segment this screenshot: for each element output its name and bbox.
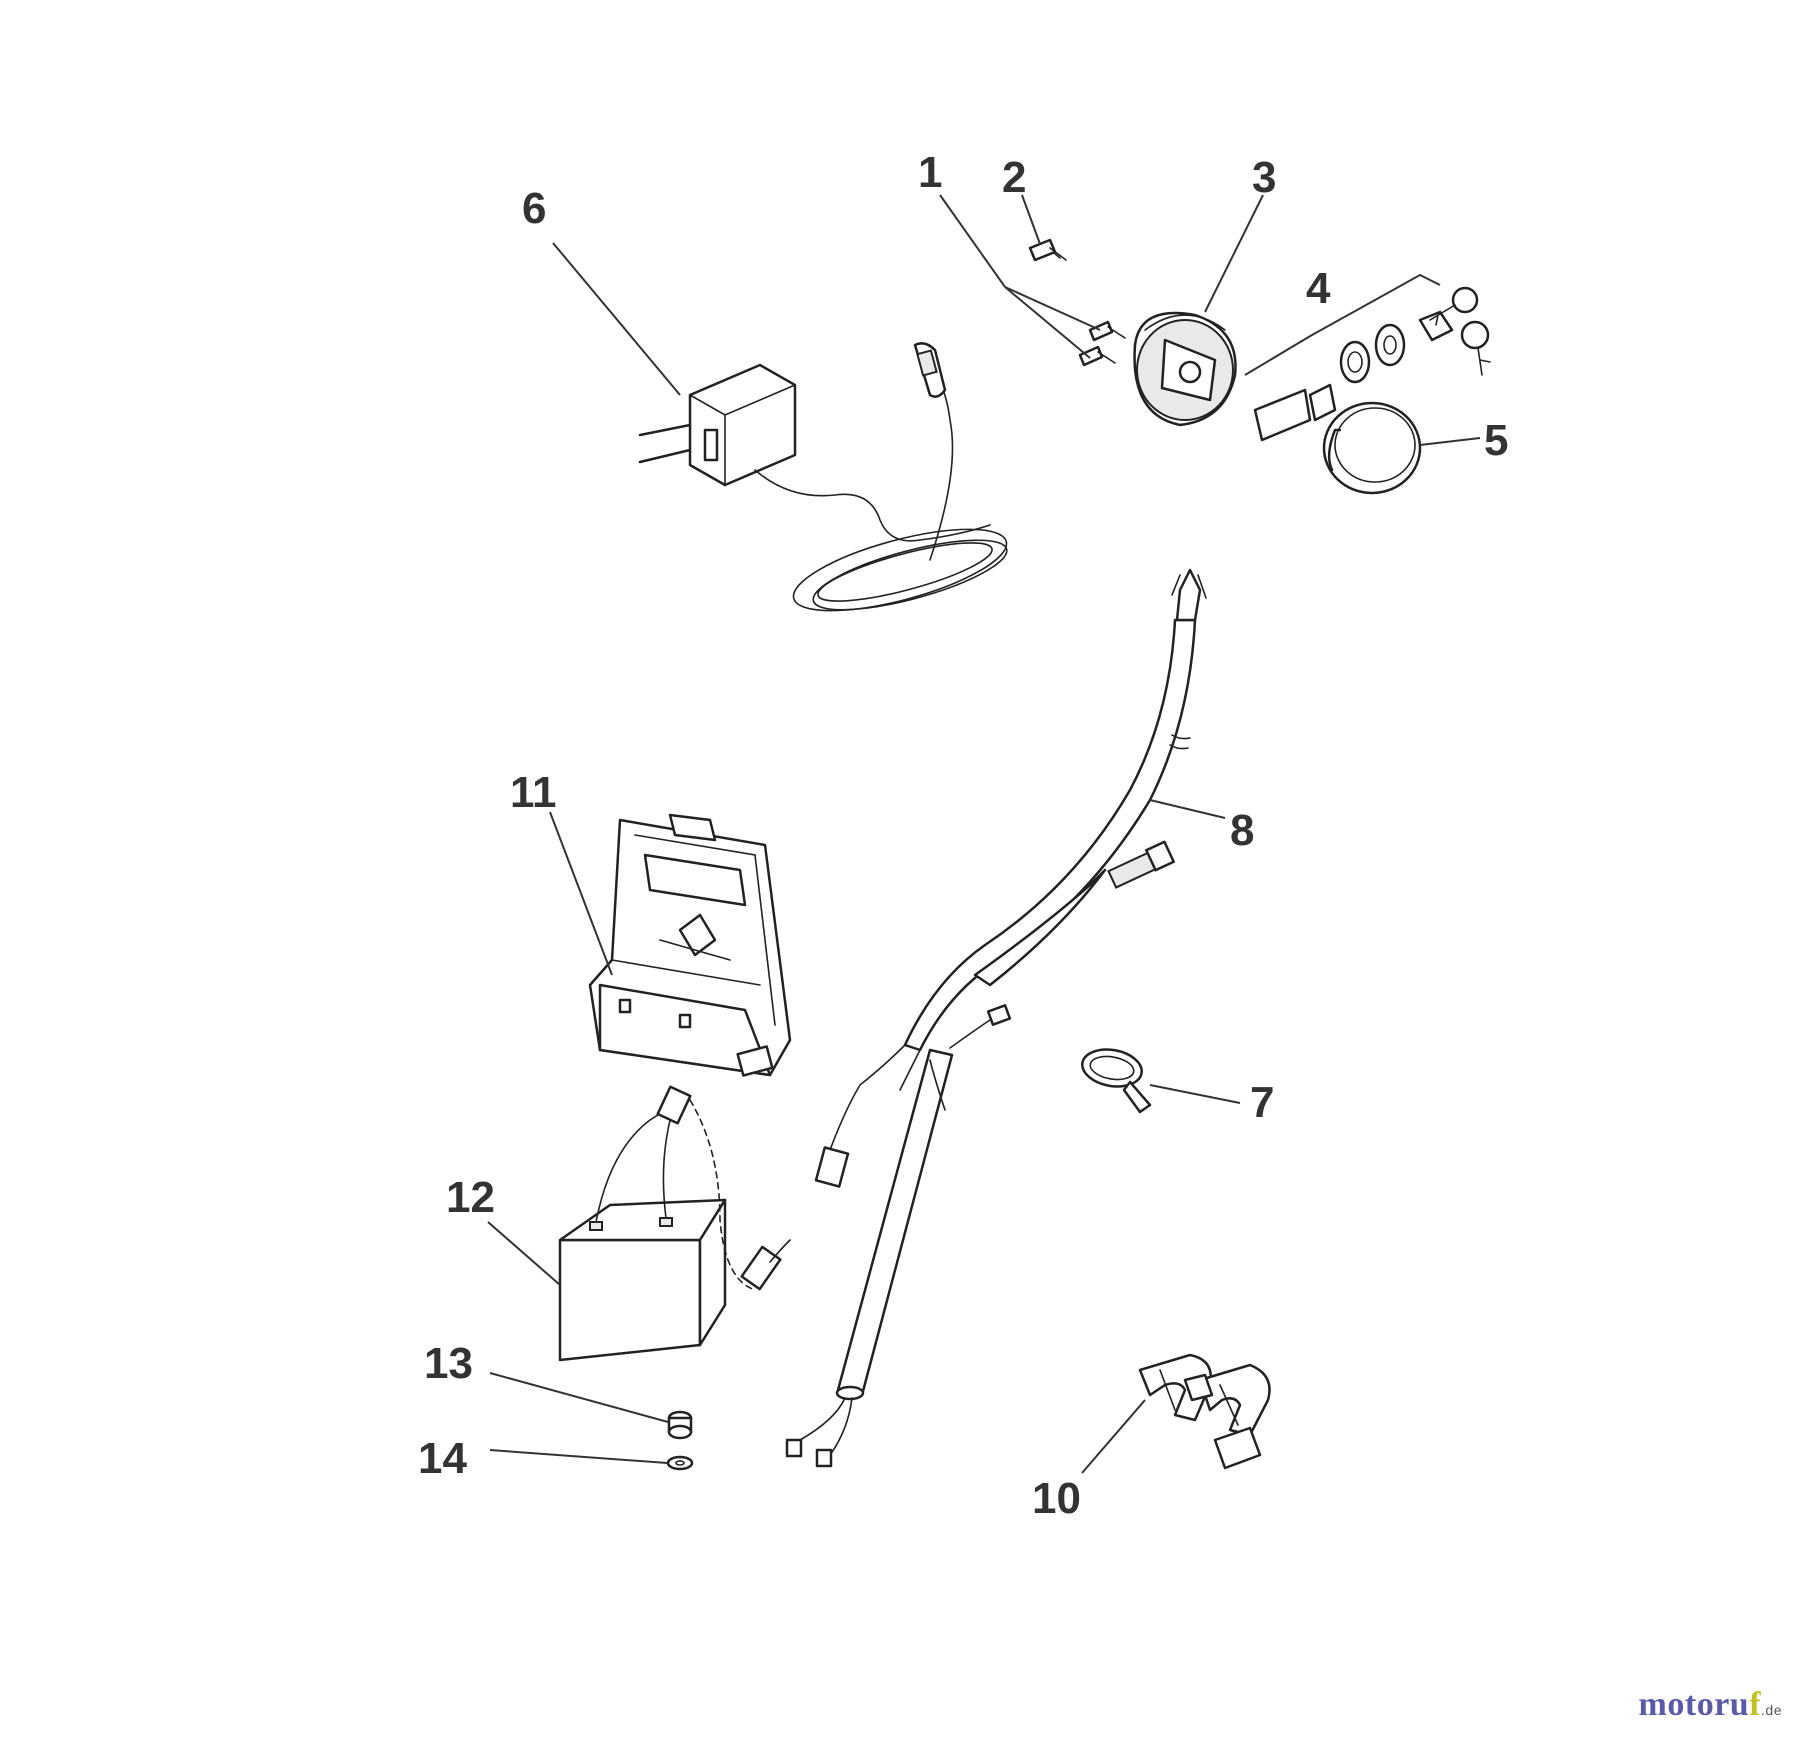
part-5-cap bbox=[1322, 401, 1422, 495]
part-14-washer bbox=[666, 1455, 694, 1471]
callout-3: 3 bbox=[1252, 153, 1276, 202]
part-4-key-switch bbox=[1244, 273, 1491, 442]
leader-2 bbox=[1021, 194, 1041, 245]
part-10-mounting-clips bbox=[1138, 1353, 1271, 1470]
watermark-logo: motoruf.de bbox=[1639, 1686, 1782, 1724]
leader-5 bbox=[1419, 437, 1481, 446]
callout-4: 4 bbox=[1306, 264, 1331, 313]
leader-11 bbox=[549, 811, 613, 976]
callout-7: 7 bbox=[1250, 1078, 1274, 1127]
leader-7 bbox=[1149, 1084, 1241, 1104]
leader-12 bbox=[487, 1221, 561, 1286]
watermark-tld: .de bbox=[1761, 1702, 1782, 1718]
part-1-screws bbox=[1078, 320, 1126, 367]
part-12-battery bbox=[558, 1085, 791, 1362]
callout-5: 5 bbox=[1484, 416, 1508, 465]
leader-10 bbox=[1081, 1399, 1146, 1474]
callout-1: 1 bbox=[918, 148, 942, 197]
part-13-bolt bbox=[667, 1410, 693, 1440]
leader-1a bbox=[939, 194, 1006, 288]
callout-2: 2 bbox=[1002, 153, 1026, 202]
callout-11: 11 bbox=[510, 768, 557, 817]
part-8-wiring-harness bbox=[785, 568, 1207, 1468]
leader-3 bbox=[1204, 194, 1264, 313]
leader-14 bbox=[489, 1449, 668, 1464]
callout-13: 13 bbox=[424, 1339, 473, 1388]
callout-12: 12 bbox=[446, 1173, 495, 1222]
part-11-battery-holder bbox=[588, 813, 792, 1077]
leader-8 bbox=[1149, 799, 1226, 819]
leader-1b bbox=[1004, 286, 1101, 331]
callout-10: 10 bbox=[1032, 1474, 1081, 1523]
callout-14: 14 bbox=[418, 1434, 467, 1483]
leader-13 bbox=[489, 1372, 669, 1423]
part-6-charger bbox=[638, 342, 1008, 612]
watermark-main: motoru bbox=[1638, 1686, 1750, 1723]
leader-6 bbox=[552, 242, 681, 396]
leader-1c bbox=[1004, 286, 1091, 359]
callout-8: 8 bbox=[1230, 806, 1254, 855]
part-3-switch-housing bbox=[1133, 311, 1237, 427]
part-2-screw bbox=[1028, 238, 1067, 262]
callout-labels: 1 2 3 4 5 6 7 8 10 11 12 13 14 bbox=[418, 148, 1508, 1523]
part-7-cable-tie bbox=[1081, 1048, 1152, 1114]
leader-lines bbox=[487, 194, 1481, 1474]
watermark-accent: f bbox=[1749, 1686, 1762, 1723]
callout-6: 6 bbox=[522, 184, 546, 233]
